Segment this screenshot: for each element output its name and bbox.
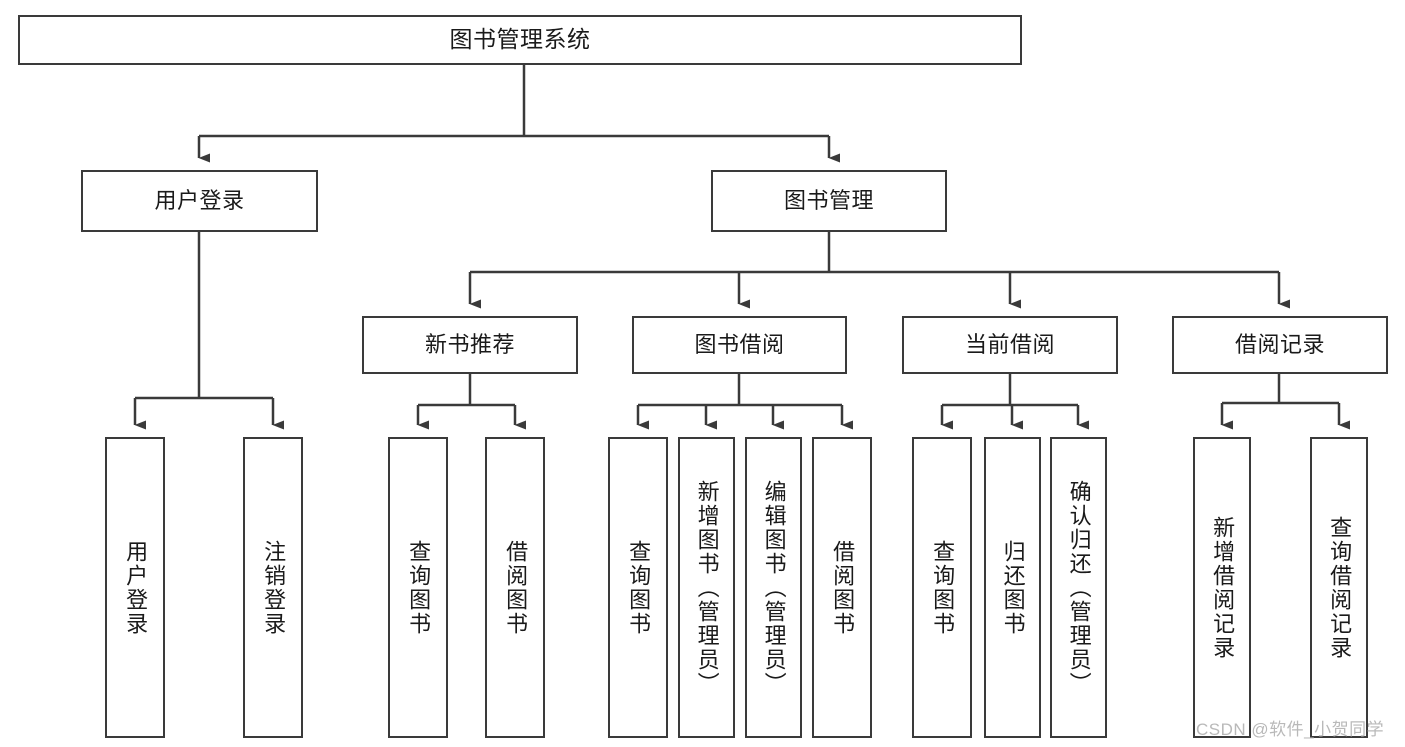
node-label-leaf-add-book: 新增图书（管理员） <box>694 479 720 696</box>
node-leaf-query-book-1[interactable]: 查询图书 <box>388 437 448 738</box>
node-label-book-manage: 图书管理 <box>783 188 874 214</box>
node-label-leaf-query-book-1: 查询图书 <box>406 539 432 636</box>
node-label-new-book-rec: 新书推荐 <box>424 332 515 358</box>
node-leaf-user-login[interactable]: 用户登录 <box>105 437 165 738</box>
node-book-manage[interactable]: 图书管理 <box>711 170 947 232</box>
node-leaf-borrow-book-1[interactable]: 借阅图书 <box>485 437 545 738</box>
node-leaf-add-book[interactable]: 新增图书（管理员） <box>678 437 735 738</box>
node-leaf-edit-book[interactable]: 编辑图书（管理员） <box>745 437 802 738</box>
connector-lines <box>133 65 1350 430</box>
node-leaf-query-book-3[interactable]: 查询图书 <box>912 437 972 738</box>
node-label-leaf-query-book-3: 查询图书 <box>930 539 956 636</box>
node-borrow-record[interactable]: 借阅记录 <box>1172 316 1388 374</box>
node-user-login[interactable]: 用户登录 <box>81 170 318 232</box>
node-leaf-query-record[interactable]: 查询借阅记录 <box>1310 437 1368 738</box>
node-label-leaf-query-book-2: 查询图书 <box>626 539 652 636</box>
node-leaf-query-book-2[interactable]: 查询图书 <box>608 437 668 738</box>
node-label-leaf-return-book: 归还图书 <box>1000 539 1026 636</box>
node-new-book-rec[interactable]: 新书推荐 <box>362 316 578 374</box>
node-label-root: 图书管理系统 <box>449 26 591 53</box>
node-label-leaf-logout: 注销登录 <box>261 539 287 636</box>
node-leaf-return-book[interactable]: 归还图书 <box>984 437 1041 738</box>
node-current-borrow[interactable]: 当前借阅 <box>902 316 1118 374</box>
node-label-leaf-add-record: 新增借阅记录 <box>1210 515 1236 660</box>
node-leaf-confirm-return[interactable]: 确认归还（管理员） <box>1050 437 1107 738</box>
node-label-leaf-edit-book: 编辑图书（管理员） <box>761 479 787 696</box>
node-label-leaf-query-record: 查询借阅记录 <box>1327 515 1353 660</box>
node-label-leaf-user-login: 用户登录 <box>123 539 149 636</box>
node-label-book-borrow: 图书借阅 <box>694 332 785 358</box>
node-label-borrow-record: 借阅记录 <box>1234 332 1325 358</box>
node-label-current-borrow: 当前借阅 <box>964 332 1055 358</box>
node-book-borrow[interactable]: 图书借阅 <box>632 316 847 374</box>
node-leaf-add-record[interactable]: 新增借阅记录 <box>1193 437 1251 738</box>
node-leaf-borrow-book-2[interactable]: 借阅图书 <box>812 437 872 738</box>
node-label-user-login: 用户登录 <box>154 188 245 214</box>
node-label-leaf-confirm-return: 确认归还（管理员） <box>1066 479 1092 696</box>
node-label-leaf-borrow-book-2: 借阅图书 <box>830 539 856 636</box>
node-root[interactable]: 图书管理系统 <box>18 15 1022 65</box>
node-label-leaf-borrow-book-1: 借阅图书 <box>503 539 529 636</box>
node-leaf-logout[interactable]: 注销登录 <box>243 437 303 738</box>
